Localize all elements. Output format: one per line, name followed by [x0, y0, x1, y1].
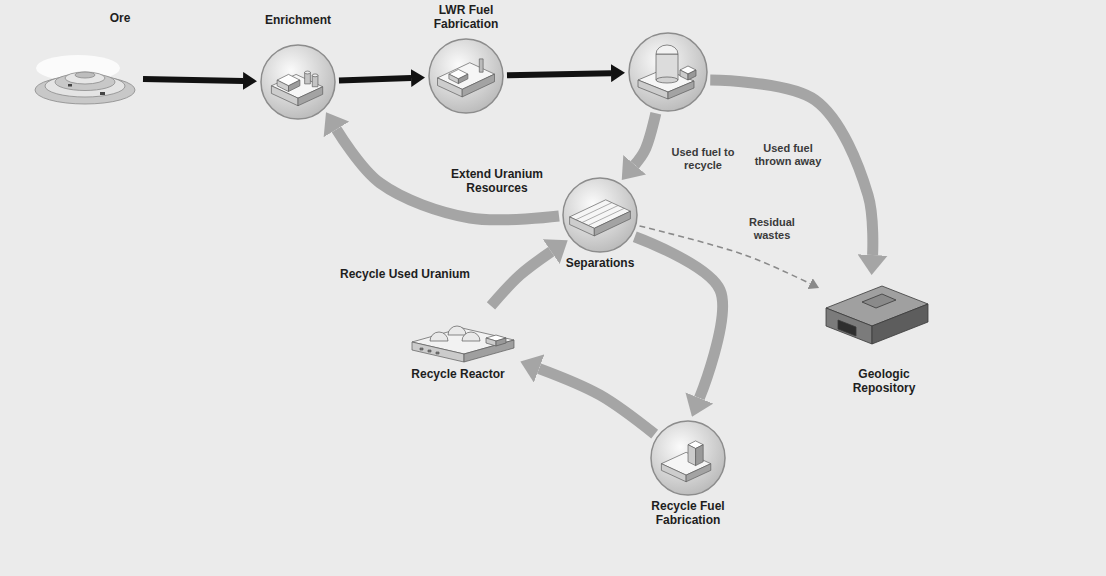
flow-arrow: [143, 79, 243, 81]
building-icon: [638, 45, 696, 99]
node-label: Recycle Fuel Fabrication: [643, 500, 733, 528]
flow-arrow: [339, 78, 411, 81]
facility-icon: Geologic Repository: [822, 278, 932, 348]
facility-circle: Recycle Fuel Fabrication: [650, 420, 726, 496]
node-shape: [428, 38, 504, 114]
flow-note: Recycle Used Uranium: [340, 268, 470, 282]
flow-arrow: [635, 113, 656, 165]
building-icon: [661, 441, 710, 482]
node-label: Separations: [566, 257, 635, 271]
building-icon: [570, 200, 631, 236]
circle-outline: [261, 45, 335, 119]
building-icon: [271, 71, 322, 106]
flow-arrow: [336, 129, 559, 219]
flow-arrow: [491, 252, 551, 306]
node-shape: [30, 48, 140, 108]
node-label: Enrichment: [265, 14, 331, 28]
node-label: Geologic Repository: [844, 368, 924, 396]
facility-circle: Separations: [562, 177, 638, 253]
facility-circle: Enrichment: [260, 44, 336, 120]
building-icon: [412, 326, 514, 362]
circle-outline: [563, 178, 637, 252]
flow-arrow: [635, 237, 723, 398]
node-shape: [408, 308, 518, 363]
flow-arrow: [507, 73, 611, 75]
edge-label: Used fuel to recycle: [668, 146, 738, 171]
circle-outline: [429, 39, 503, 113]
facility-icon: Ore: [30, 48, 140, 108]
building-icon: [438, 59, 495, 97]
building-icon: [826, 286, 928, 344]
node-shape: [650, 420, 726, 496]
node-label: Ore: [110, 12, 131, 26]
edge-label: Residual wastes: [740, 216, 804, 241]
facility-icon: Recycle Reactor: [408, 308, 518, 363]
circle-outline: [651, 421, 725, 495]
node-shape: [260, 44, 336, 120]
facility-circle: [628, 32, 708, 112]
node-label: Recycle Reactor: [411, 368, 504, 382]
flow-note: Extend Uranium Resources: [445, 168, 550, 196]
node-label: LWR Fuel Fabrication: [424, 4, 509, 32]
flow-arrow: [539, 369, 655, 435]
facility-circle: LWR Fuel Fabrication: [428, 38, 504, 114]
edge-label: Used fuel thrown away: [746, 142, 830, 167]
circle-outline: [629, 33, 707, 111]
node-shape: [822, 278, 932, 348]
node-shape: [562, 177, 638, 253]
building-icon: [35, 55, 135, 104]
node-shape: [628, 32, 708, 112]
